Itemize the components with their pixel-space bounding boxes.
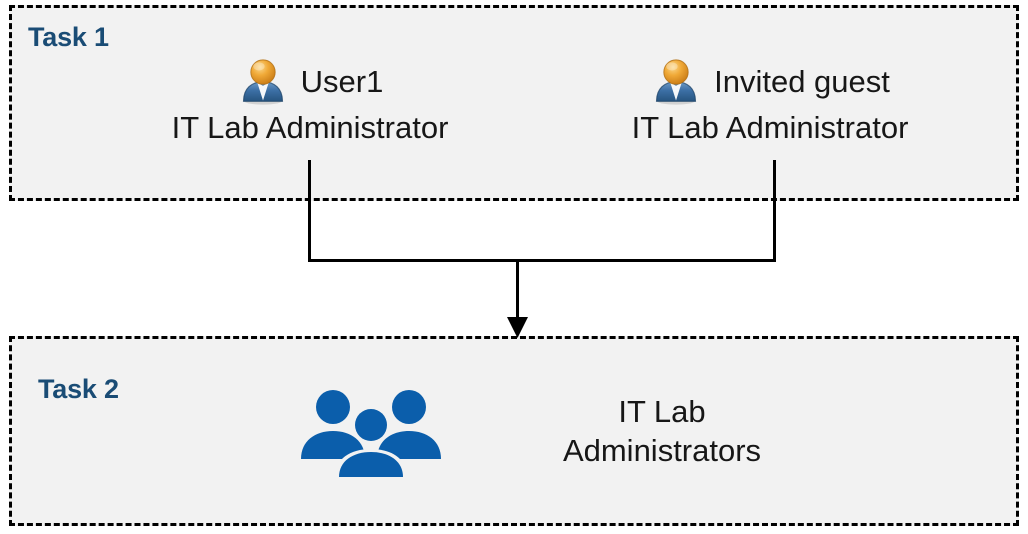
person-invited-guest-row: Invited guest — [580, 52, 960, 110]
task-2-label: Task 2 — [38, 374, 119, 404]
group-entry-it-lab-administrators: IT Lab Administrators — [150, 372, 910, 490]
group-label-line-1: IT Lab — [618, 393, 706, 429]
person-user1-row: User1 — [120, 52, 500, 110]
person-entry-invited-guest: Invited guest IT Lab Administrator — [580, 52, 960, 145]
task-1-container — [9, 5, 1019, 201]
user-icon — [242, 59, 283, 105]
person-invited-guest-name: Invited guest — [714, 63, 890, 99]
person-entry-user1: User1 IT Lab Administrator — [120, 52, 500, 145]
person-user1-name: User1 — [300, 63, 384, 99]
person-invited-guest-role: IT Lab Administrator — [631, 110, 909, 145]
group-label: IT Lab Administrators — [563, 392, 761, 470]
user-icon — [656, 59, 697, 105]
person-user1-role: IT Lab Administrator — [171, 110, 449, 145]
task-2-container — [9, 336, 1019, 526]
task-1-label: Task 1 — [28, 22, 109, 52]
group-of-people-icon — [300, 390, 441, 477]
group-label-line-2: Administrators — [562, 433, 762, 468]
